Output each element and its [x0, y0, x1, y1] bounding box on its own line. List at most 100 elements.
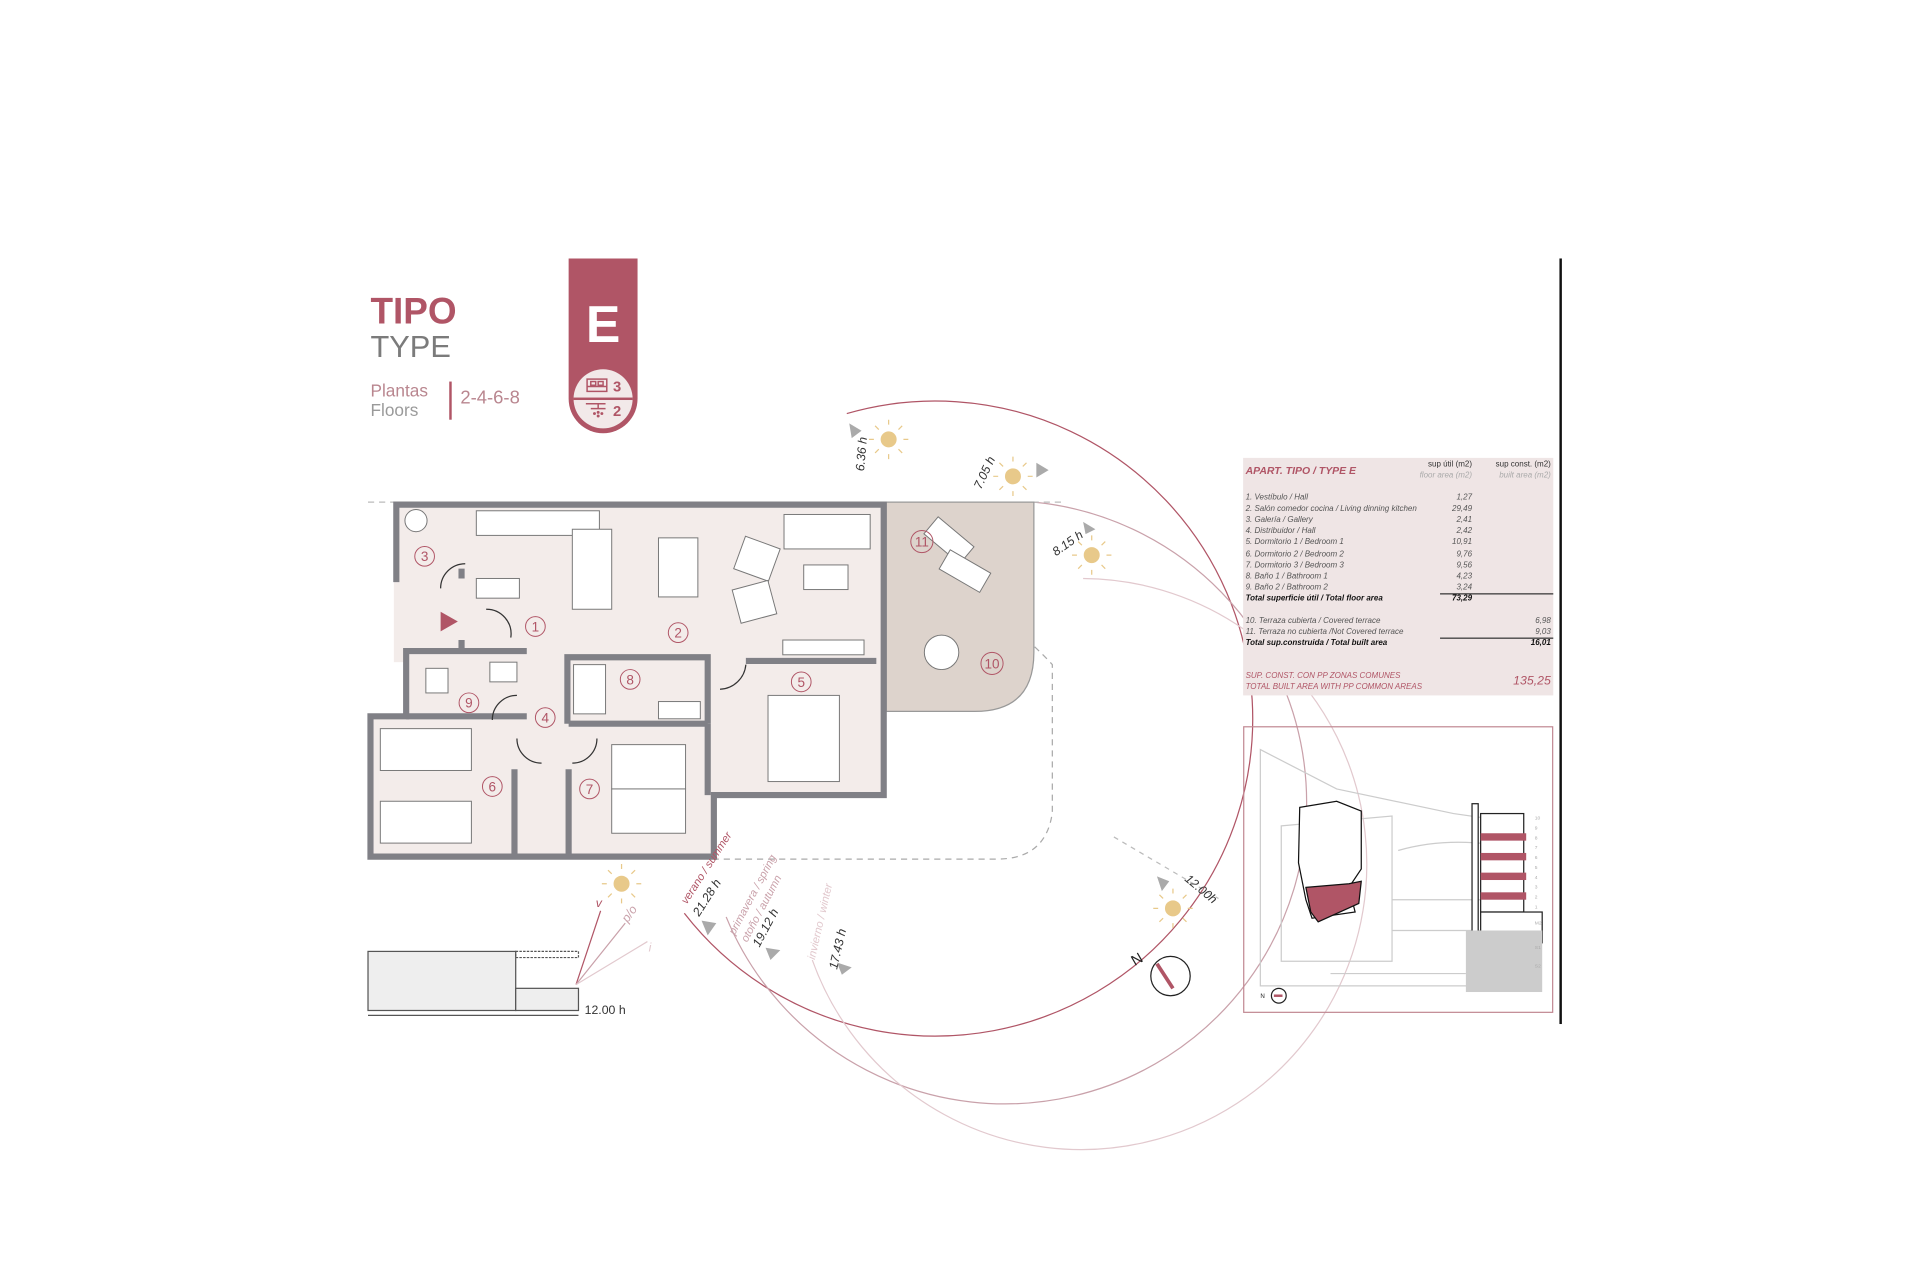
sun-angle-section: v p/o i 12.00 h — [367, 896, 653, 1017]
single-bed — [611, 744, 687, 790]
room-number: 10 — [985, 656, 1000, 671]
level-label: S1 — [1535, 945, 1541, 951]
site-north-label: N — [1260, 993, 1264, 1000]
single-bed — [379, 800, 472, 844]
sun-time-label: 7.05 h — [971, 454, 998, 491]
subtotal-rule — [1440, 593, 1554, 595]
shower-icon — [585, 402, 606, 418]
table-row-label: 7. Dormitorio 3 / Bedroom 3 — [1245, 560, 1344, 570]
floors-label-en: Floors — [370, 400, 419, 420]
dining-table — [657, 537, 699, 598]
sun-lounger — [923, 516, 975, 565]
level-label: 9 — [1535, 826, 1538, 832]
terrace — [885, 501, 1035, 713]
type-letter: E — [585, 295, 621, 354]
floors-values: 2-4-6-8 — [460, 387, 520, 409]
sun-lounger — [938, 549, 992, 594]
double-bed — [767, 694, 840, 783]
summer-ray — [575, 910, 602, 985]
shower-tray — [573, 664, 607, 715]
level-label: 8 — [1535, 835, 1538, 841]
spring-ray — [575, 922, 626, 986]
table-row-label: 1. Vestíbulo / Hall — [1245, 493, 1308, 503]
north-label: N — [1129, 950, 1146, 969]
total-built-value: 16,01 — [1530, 638, 1551, 648]
sun-time-label: 6.36 h — [853, 436, 870, 471]
tv-unit — [782, 639, 865, 656]
door-swings — [440, 563, 747, 764]
section-terrace — [515, 987, 580, 1012]
subtotal-rule — [1440, 637, 1554, 639]
sofa — [783, 513, 871, 550]
armchair — [731, 579, 778, 624]
table-row-label: 9. Baño 2 / Bathroom 2 — [1245, 583, 1328, 592]
area-table: APART. TIPO / TYPE E sup útil (m2) floor… — [1243, 457, 1554, 696]
level-label: S2 — [1535, 963, 1541, 969]
level-label: 2 — [1535, 894, 1538, 900]
room-number: 2 — [674, 626, 682, 641]
total-floor-value: 73,29 — [1451, 594, 1473, 604]
table-row-value: 9,03 — [1535, 627, 1551, 637]
table-row-value: 2,41 — [1456, 515, 1473, 525]
north-compass-icon — [1270, 987, 1287, 1004]
room-number: 11 — [915, 534, 929, 549]
room-number-circles — [414, 529, 1004, 800]
section-floors — [1465, 812, 1543, 993]
room-number: 5 — [797, 675, 805, 690]
common-areas-label-es: SUP. CONST. CON PP ZONAS COMUNES — [1245, 672, 1401, 681]
level-label: M2 — [1535, 920, 1542, 926]
room-number: 6 — [489, 779, 497, 794]
section-building — [367, 950, 517, 1012]
washing-machine — [404, 509, 428, 533]
total-floor-label: Total superficie útil / Total floor area — [1245, 594, 1383, 604]
section-core — [1471, 803, 1479, 940]
winter-time: 17.43 h — [826, 927, 849, 970]
table-row-label: 10. Terraza cubierta / Covered terrace — [1245, 616, 1381, 626]
sun-icon — [601, 864, 642, 904]
bathrooms-count: 2 — [612, 402, 622, 420]
sun-icon — [1072, 535, 1112, 575]
summer-arc — [683, 400, 1254, 1037]
washbasin — [489, 661, 518, 683]
level-label: 1 — [1535, 904, 1538, 910]
table-title: APART. TIPO / TYPE E — [1245, 464, 1357, 477]
room-number: 3 — [421, 549, 429, 564]
summer-ray-label: v — [596, 896, 603, 910]
counter — [475, 577, 520, 599]
sun-icon — [868, 419, 909, 460]
level-label: 7 — [1535, 845, 1538, 851]
dashed-line — [713, 577, 1053, 860]
level-label: 5 — [1535, 865, 1538, 871]
table-row-label: 4. Distribuidor / Hall — [1245, 527, 1316, 536]
single-bed — [379, 728, 472, 771]
sun-time-label: 12.00h — [1182, 872, 1220, 907]
walls — [367, 501, 887, 860]
dashed-line — [1113, 836, 1219, 900]
sheet-divider — [1559, 258, 1562, 1025]
table-row-value: 3,24 — [1456, 583, 1473, 592]
room-number: 4 — [541, 710, 549, 725]
bed-icon — [586, 378, 608, 393]
common-areas-value: 135,25 — [1513, 674, 1551, 689]
title-en: TYPE — [370, 329, 451, 365]
room-number: 7 — [586, 782, 594, 797]
single-bed — [611, 788, 687, 834]
kitchen-island — [571, 528, 613, 610]
sun-icon — [1153, 888, 1193, 929]
north-compass-icon: N — [1129, 950, 1191, 997]
spring-ray-label: p/o — [618, 903, 640, 926]
round-table — [923, 634, 960, 671]
table-row-label: 5. Dormitorio 1 / Bedroom 1 — [1245, 538, 1344, 547]
entrance-arrow-icon — [440, 611, 458, 632]
table-row-label: 8. Baño 1 / Bathroom 1 — [1245, 571, 1328, 581]
table-row-label: 11. Terraza no cubierta /Not Covered ter… — [1245, 627, 1404, 637]
table-row-value: 29,49 — [1451, 504, 1473, 514]
level-label: 3 — [1535, 885, 1538, 891]
shower-tray — [425, 667, 449, 694]
table-row-label: 2. Salón comedor cocina / Living dinning… — [1245, 504, 1417, 514]
highlighted-apartment — [1305, 880, 1362, 923]
